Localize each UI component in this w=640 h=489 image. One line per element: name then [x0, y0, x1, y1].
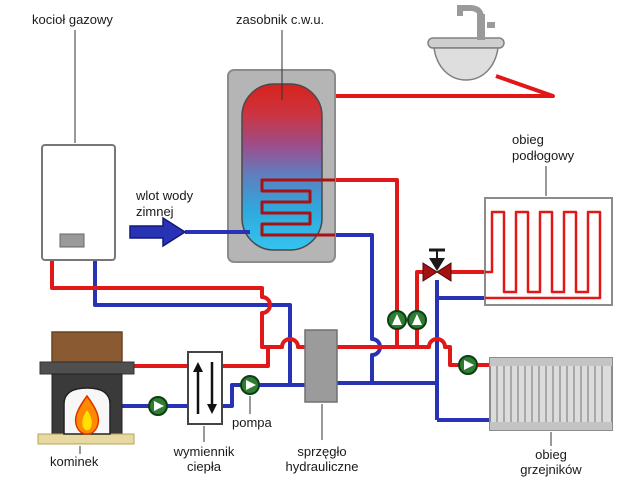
label-cold-inlet-1: wlot wody [135, 188, 194, 203]
pump-floor-arrow [412, 314, 422, 325]
label-separator-1: sprzęgło [297, 444, 346, 459]
label-radiators-2: grzejników [520, 462, 582, 477]
boiler-display [59, 233, 85, 248]
radiator-body [489, 357, 613, 431]
heating-coil [260, 178, 335, 237]
floor-heating-loop [484, 197, 613, 306]
radiator-top-header [490, 358, 612, 366]
cold-water-inlet [129, 216, 250, 248]
basin-rim [427, 37, 505, 49]
pump-exchanger-arrow [246, 380, 256, 390]
basin-bowl [433, 47, 499, 81]
label-exchanger-1: wymiennik [173, 444, 235, 459]
faucet-body [477, 14, 485, 40]
faucet-spout-icon [457, 5, 484, 19]
pipe-exchanger-return [222, 383, 305, 408]
pipe-floor-riser [415, 270, 429, 347]
label-fireplace: kominek [50, 454, 99, 469]
washbasin [427, 5, 505, 81]
label-floor-2: podłogowy [512, 148, 575, 163]
valve-left-triangle [422, 262, 438, 282]
boiler-body [41, 144, 116, 261]
label-cold-inlet-2: zimnej [136, 204, 174, 219]
floor-serpentine [485, 210, 602, 300]
valve-actuator-triangle [429, 258, 445, 271]
label-boiler: kocioł gazowy [32, 12, 113, 27]
floor-loop-frame [484, 197, 613, 306]
pipe-dhw-to-sink [335, 74, 555, 98]
valve-right-triangle [436, 262, 452, 282]
gas-boiler [41, 144, 116, 261]
pipe-tank-coil-supply [335, 178, 399, 347]
mixing-valve-icon [422, 248, 452, 282]
fireplace-chimney [51, 331, 123, 363]
radiator-fins [496, 366, 603, 422]
label-separator-2: hydrauliczne [286, 459, 359, 474]
pump-fireplace-arrow [154, 401, 164, 411]
fireplace [37, 331, 135, 445]
heat-exchanger [187, 351, 223, 425]
pipe-boiler-return [93, 260, 292, 385]
label-radiators-1: obieg [535, 447, 567, 462]
radiator [489, 357, 613, 431]
label-tank: zasobnik c.w.u. [236, 12, 324, 27]
fireplace-mantel [39, 361, 135, 375]
flame-inner-icon [82, 410, 92, 431]
label-floor-1: obieg [512, 132, 544, 147]
exchanger-body [187, 351, 223, 425]
hydraulic-separator [304, 329, 338, 403]
cold-water-arrow-icon [129, 216, 187, 248]
pipe-secondary-supply [337, 337, 490, 367]
pump-radiator-arrow [464, 360, 474, 370]
fireplace-base [37, 433, 135, 445]
pipe-exchanger-supply [222, 347, 270, 368]
pump-tank-arrow [392, 314, 402, 325]
label-exchanger-2: ciepła [187, 459, 222, 474]
labels: kocioł gazowy zasobnik c.w.u. wlot wody … [32, 12, 582, 477]
arrow-down-head-icon [207, 404, 217, 414]
faucet-handle-icon [487, 22, 495, 28]
leader-lines [74, 30, 552, 454]
label-pump: pompa [232, 415, 273, 430]
pipe-boiler-supply [50, 260, 305, 349]
arrow-up-head-icon [193, 362, 203, 372]
pipe-tank-coil-return [335, 233, 382, 383]
radiator-bottom-header [490, 422, 612, 430]
pumps [148, 310, 478, 416]
